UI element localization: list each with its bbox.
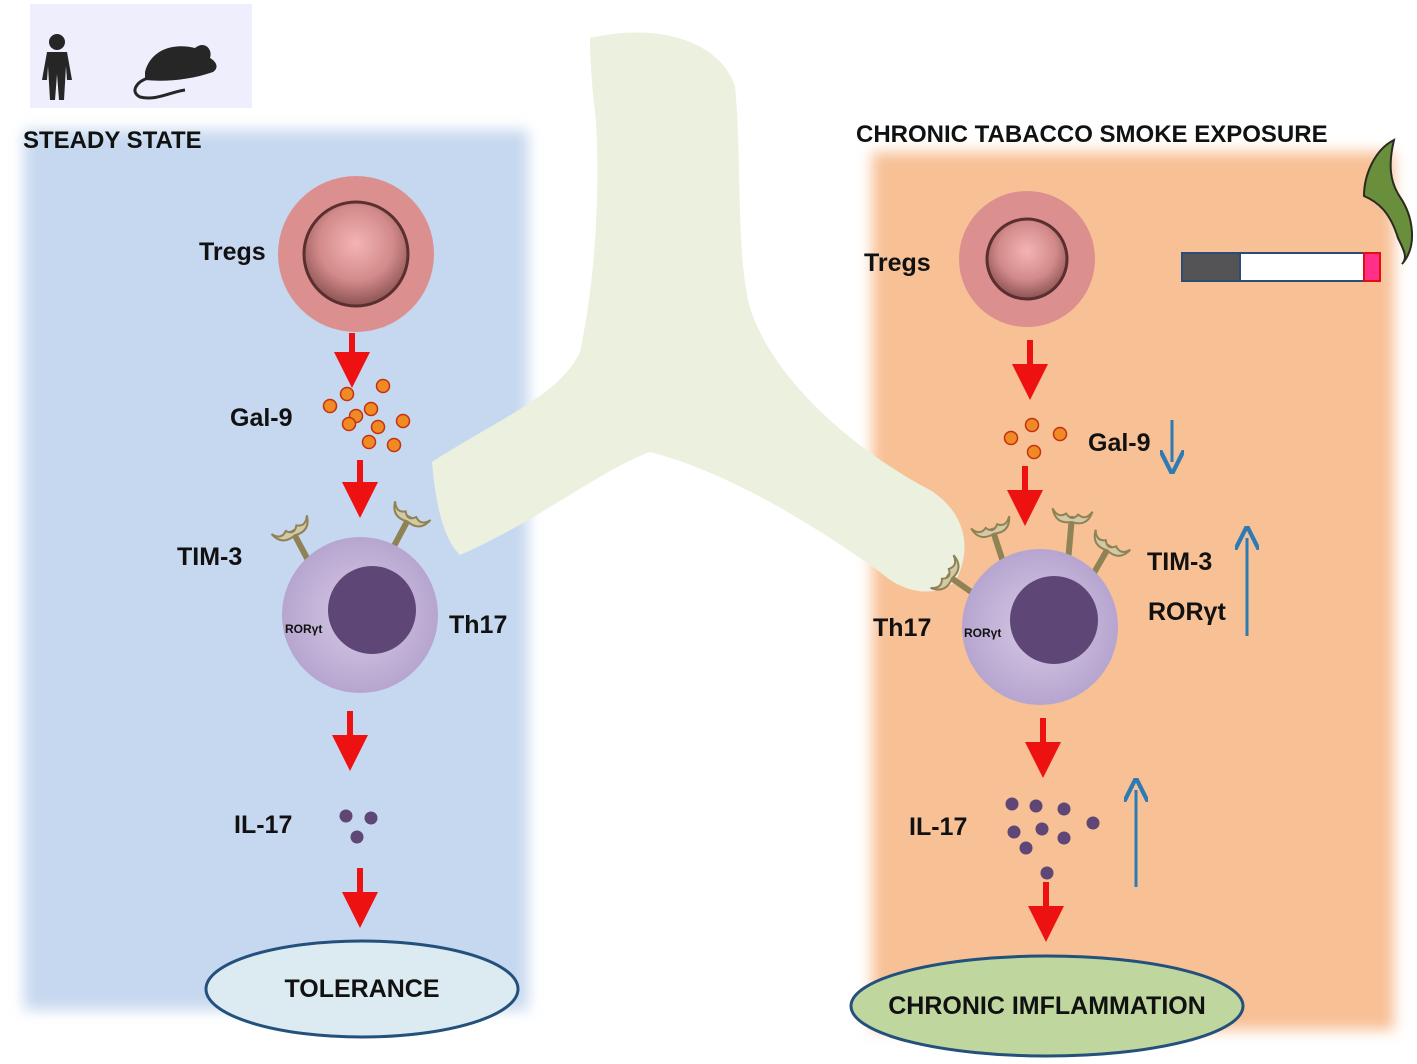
tolerance-oval (204, 939, 520, 1039)
th17-cell-right (962, 549, 1118, 705)
gal9-molecules-left (322, 378, 411, 453)
th17-label-left: Th17 (449, 611, 508, 639)
treg-cell-left (278, 176, 434, 332)
tregs-label-left: Tregs (199, 238, 266, 266)
cigarette-icon (1181, 252, 1381, 282)
tregs-label-right: Tregs (864, 249, 931, 277)
smoke-exposure-panel (872, 152, 1394, 1030)
roryt-cell-label-right: RORγt (964, 626, 1002, 640)
human-silhouette-icon (42, 34, 72, 100)
roryt-label-left: RORγt (285, 622, 323, 636)
tim3-label-left: TIM-3 (177, 543, 243, 571)
tolerance-label: TOLERANCE (284, 975, 440, 1003)
smoke-exposure-title: CHRONIC TABACCO SMOKE EXPOSURE (856, 121, 1328, 148)
gal9-molecules-right (1003, 417, 1068, 460)
gal9-label-left: Gal-9 (230, 404, 293, 432)
il17-label-left: IL-17 (234, 811, 293, 839)
inflammation-label: CHRONIC IMFLAMMATION (888, 992, 1206, 1020)
roryt-label-right: RORγt (1148, 598, 1226, 626)
lung-airway-icon (432, 32, 965, 592)
th17-label-right: Th17 (873, 614, 932, 642)
il17-label-right: IL-17 (909, 813, 968, 841)
il17-molecules-left (339, 809, 378, 844)
gal9-label-right: Gal-9 (1088, 429, 1151, 457)
inflammation-oval (849, 954, 1245, 1058)
tim3-label-right: TIM-3 (1147, 548, 1213, 576)
smoke-icon (1362, 138, 1414, 265)
th17-cell-left (282, 537, 438, 693)
treg-cell-right (959, 191, 1095, 327)
steady-state-title: STEADY STATE (23, 127, 202, 154)
il17-molecules-right (1005, 797, 1100, 880)
steady-state-panel (24, 130, 528, 1010)
mouse-icon (133, 45, 217, 100)
